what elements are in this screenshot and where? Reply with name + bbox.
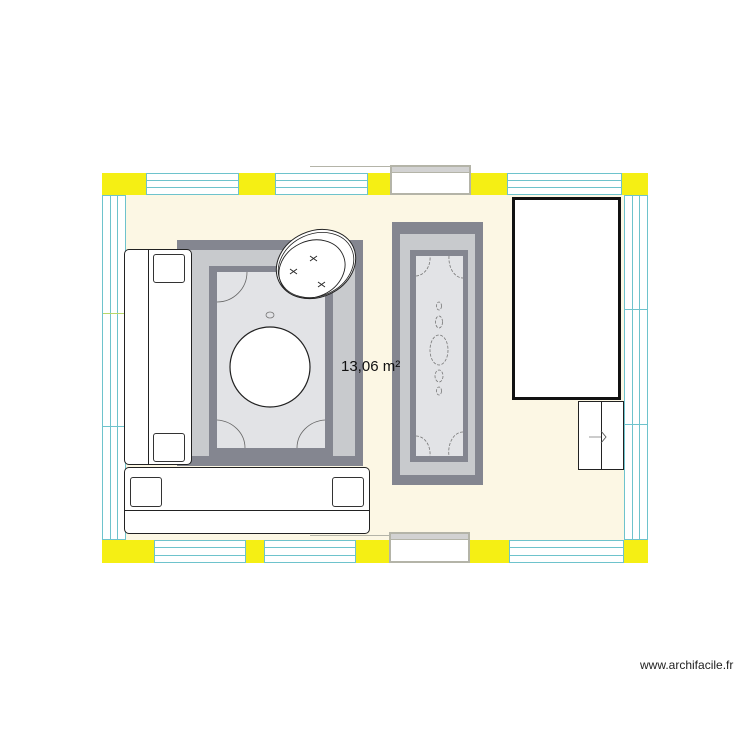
window-right[interactable] xyxy=(624,195,648,540)
sofa-bottom-cushion-left xyxy=(130,477,162,507)
room-area-label: 13,06 m² xyxy=(341,358,401,375)
window-left[interactable] xyxy=(102,195,126,540)
window-top-3[interactable] xyxy=(507,173,622,195)
tuft-x-icon xyxy=(289,255,326,288)
sofa-bottom-cushion-right xyxy=(332,477,364,507)
window-bottom-1[interactable] xyxy=(154,540,246,563)
rug-large-pattern xyxy=(217,272,325,448)
watermark: www.archifacile.fr xyxy=(640,658,734,672)
window-bottom-2[interactable] xyxy=(264,540,356,563)
door-bottom-swing-line xyxy=(310,535,390,536)
door-top-swing-line xyxy=(310,166,390,167)
sofa-left-cushion-bottom xyxy=(153,433,185,462)
rug-runner[interactable] xyxy=(392,222,483,485)
pouf-round[interactable] xyxy=(272,227,364,305)
sofa-left-cushion-top xyxy=(153,254,185,283)
window-bottom-3[interactable] xyxy=(509,540,624,563)
door-bottom[interactable] xyxy=(389,532,470,563)
sofa-left[interactable] xyxy=(124,249,192,465)
sofa-bottom[interactable] xyxy=(124,467,370,534)
window-top-1[interactable] xyxy=(146,173,239,195)
coffee-table-round[interactable] xyxy=(228,325,312,409)
bed-or-cabinet[interactable] xyxy=(512,197,621,400)
rug-runner-pattern xyxy=(416,256,463,456)
door-top[interactable] xyxy=(390,165,471,195)
arrow-right-icon xyxy=(589,430,607,444)
nightstand[interactable] xyxy=(578,401,624,470)
window-top-2[interactable] xyxy=(275,173,368,195)
